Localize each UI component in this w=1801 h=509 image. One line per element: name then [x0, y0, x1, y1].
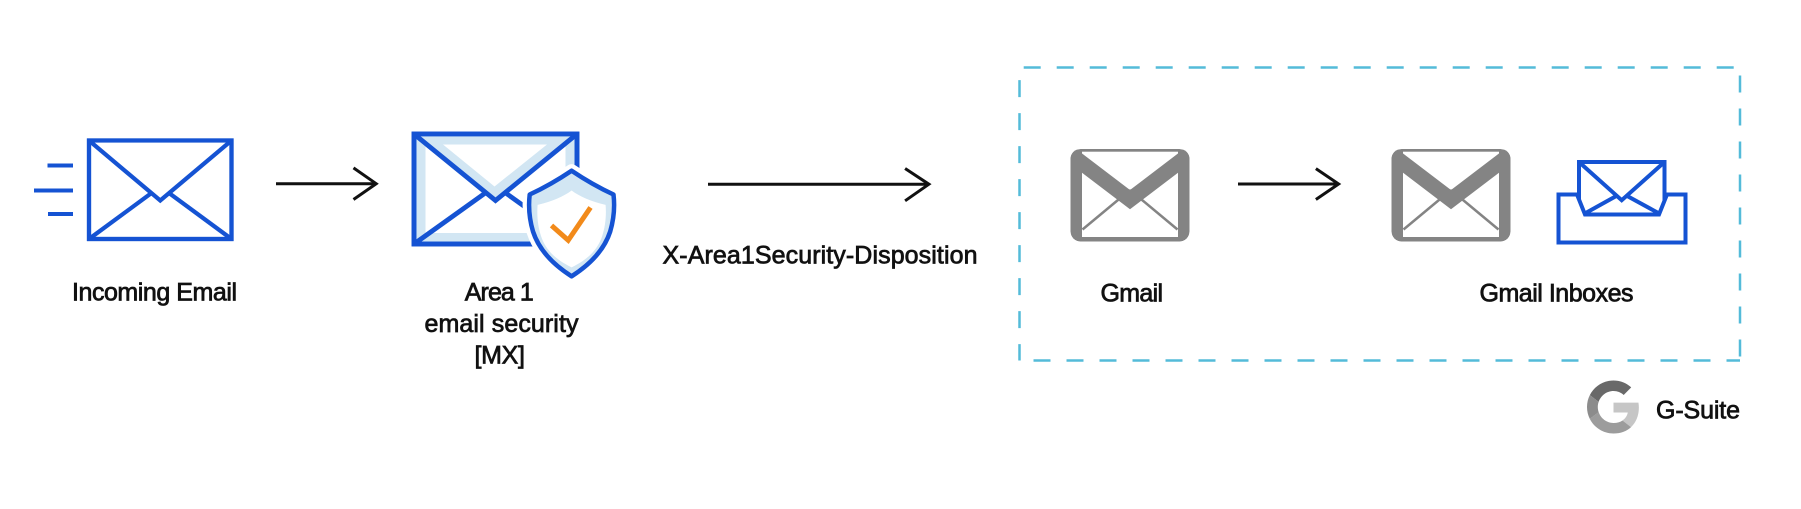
svg-text:X-Area1Security-Disposition: X-Area1Security-Disposition: [663, 242, 978, 270]
svg-text:Gmail: Gmail: [1101, 280, 1164, 308]
svg-text:Incoming Email: Incoming Email: [72, 278, 237, 306]
svg-text:Area 1: Area 1: [465, 278, 534, 306]
svg-text:[MX]: [MX]: [475, 341, 526, 369]
svg-text:email security: email security: [425, 310, 580, 338]
svg-text:G-Suite: G-Suite: [1656, 397, 1740, 425]
svg-text:Gmail Inboxes: Gmail Inboxes: [1480, 280, 1634, 308]
